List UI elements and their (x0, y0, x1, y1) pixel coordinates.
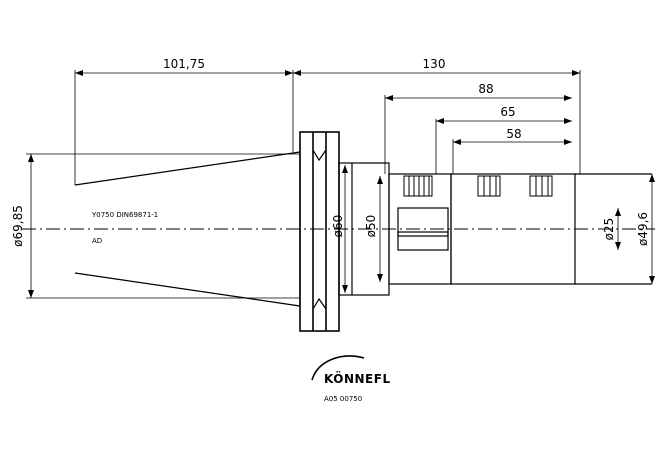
spec-note-ad: AD (92, 237, 102, 245)
brand-logo: KÖNNEFL (324, 371, 391, 386)
dim-label-88: 88 (478, 82, 493, 96)
dia-label-69-85: ø69,85 (11, 205, 25, 247)
knurled-segment (403, 175, 553, 197)
dimension-lines (30, 72, 653, 298)
part-code: A05 00750 (324, 395, 362, 403)
dia-label-25: ø25 (602, 218, 616, 241)
dim-label-130: 130 (423, 57, 446, 71)
dia-label-50: ø50 (364, 215, 378, 238)
dimension-arrowheads (28, 70, 655, 298)
front-spindle (450, 173, 652, 285)
dim-label-101-75: 101,75 (163, 57, 205, 71)
logo-swoosh (311, 355, 365, 381)
extension-lines (26, 70, 581, 299)
dim-label-58: 58 (506, 127, 521, 141)
bore-shaft (397, 207, 449, 251)
dim-label-65: 65 (500, 105, 515, 119)
dia-label-49-6: ø49,6 (636, 212, 650, 246)
spec-note: Y0750 DIN69871-1 (91, 211, 158, 219)
dia-label-60: ø60 (331, 215, 345, 238)
